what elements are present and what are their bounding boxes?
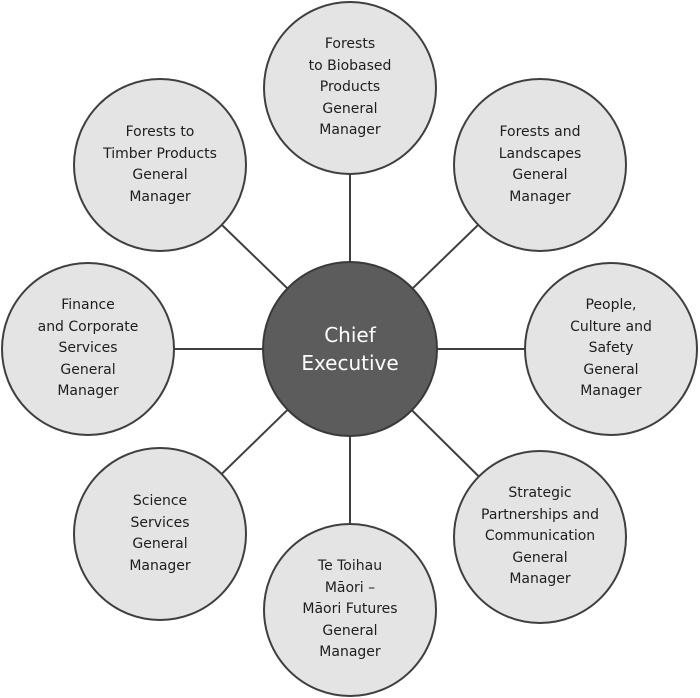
node-label: Forests to Timber Products General Manag… xyxy=(103,124,217,205)
node-people-culture-safety: People, Culture and Safety General Manag… xyxy=(524,262,698,436)
node-forests-to-timber-products: Forests to Timber Products General Manag… xyxy=(73,78,247,252)
node-forests-to-biobased-products: Forests to Biobased Products General Man… xyxy=(263,1,437,175)
node-label: People, Culture and Safety General Manag… xyxy=(570,297,652,400)
node-science-services: Science Services General Manager xyxy=(73,447,247,621)
node-chief-executive: Chief Executive xyxy=(262,261,438,437)
node-te-toihau-maori: Te Toihau Māori – Māori Futures General … xyxy=(263,523,437,697)
node-strategic-partnerships: Strategic Partnerships and Communication… xyxy=(453,450,627,624)
node-label: Finance and Corporate Services General M… xyxy=(37,297,139,400)
node-label: Forests to Biobased Products General Man… xyxy=(308,36,392,139)
node-label: Te Toihau Māori – Māori Futures General … xyxy=(302,558,398,661)
node-label: Forests and Landscapes General Manager xyxy=(498,124,582,205)
center-label: Chief Executive xyxy=(301,323,399,375)
node-label: Strategic Partnerships and Communication… xyxy=(481,485,599,588)
node-finance-corporate-services: Finance and Corporate Services General M… xyxy=(1,262,175,436)
node-forests-and-landscapes: Forests and Landscapes General Manager xyxy=(453,78,627,252)
node-label: Science Services General Manager xyxy=(129,493,191,574)
